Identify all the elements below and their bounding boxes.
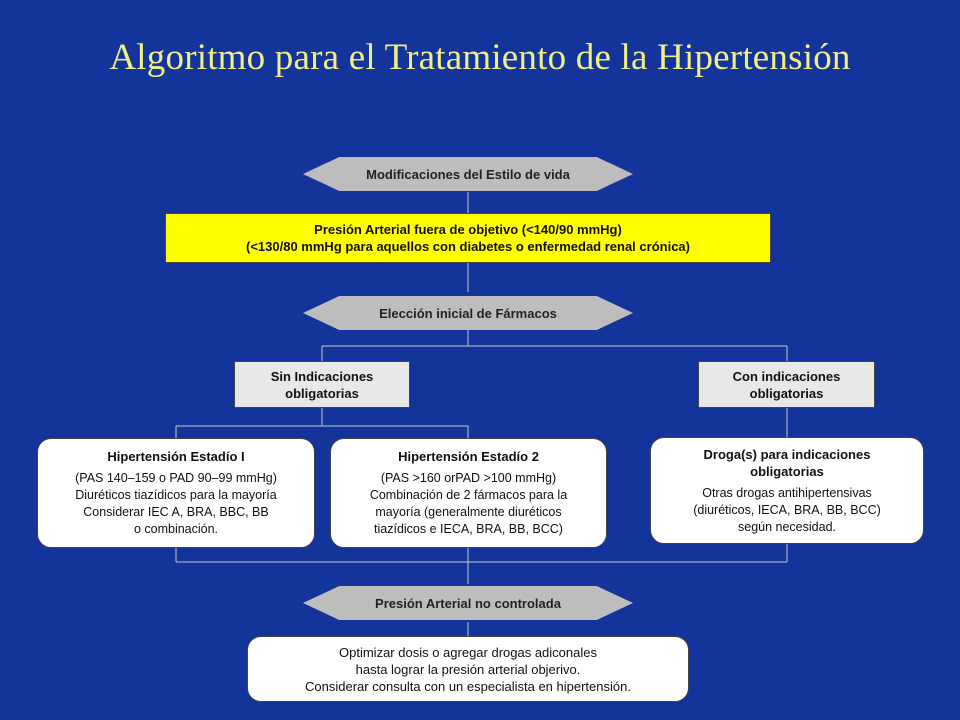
uncontrolled-label: Presión Arterial no controlada — [375, 595, 561, 611]
lifestyle-hexagon: Modificaciones del Estilo de vida — [303, 157, 633, 191]
stage2-line: tiazídicos e IECA, BRA, BB, BCC) — [374, 522, 563, 536]
without-indications-box: Sin Indicaciones obligatorias — [234, 361, 410, 408]
with-indications-line2: obligatorias — [749, 385, 824, 401]
stage2-line: (PAS >160 orPAD >100 mmHg) — [380, 471, 557, 485]
stage1-box: Hipertensión Estadío I (PAS 140–159 o PA… — [37, 438, 315, 548]
stage2-line: mayoría (generalmente diuréticos — [375, 505, 562, 519]
compelling-title: Droga(s) para indicaciones obligatorias — [704, 446, 871, 480]
stage1-line: o combinación. — [133, 522, 219, 536]
compelling-indications-box: Droga(s) para indicaciones obligatorias … — [650, 437, 924, 544]
stage2-box: Hipertensión Estadío 2 (PAS >160 orPAD >… — [330, 438, 607, 548]
stage2-line: Combinación de 2 fármacos para la — [369, 488, 568, 502]
compelling-line: (diuréticos, IECA, BRA, BB, BCC) — [693, 502, 881, 517]
compelling-line: Otras drogas antihipertensivas — [702, 485, 872, 500]
optimize-line: Considerar consulta con un especialista … — [305, 678, 631, 694]
slide-title: Algoritmo para el Tratamiento de la Hipe… — [109, 37, 851, 78]
compelling-title-line2: obligatorias — [750, 463, 824, 479]
bp-goal-line2: (<130/80 mmHg para aquellos con diabetes… — [246, 239, 690, 254]
optimize-line: hasta lograr la presión arterial objeriv… — [355, 661, 581, 677]
optimize-box: Optimizar dosis o agregar drogas adicona… — [247, 636, 689, 702]
with-indications-line1: Con indicaciones — [732, 368, 841, 384]
lifestyle-label: Modificaciones del Estilo de vida — [366, 166, 570, 182]
stage1-line: Diuréticos tiazídicos para la mayoría — [75, 488, 277, 502]
stage1-line: Considerar IEC A, BRA, BBC, BB — [83, 505, 269, 519]
bp-goal-box: Presión Arterial fuera de objetivo (<140… — [165, 213, 771, 263]
stage2-title: Hipertensión Estadío 2 — [398, 449, 539, 464]
compelling-title-line1: Droga(s) para indicaciones — [703, 446, 871, 462]
initial-drug-hexagon: Elección inicial de Fármacos — [303, 296, 633, 330]
with-indications-box: Con indicaciones obligatorias — [698, 361, 875, 408]
initial-drug-label: Elección inicial de Fármacos — [379, 305, 557, 321]
uncontrolled-hexagon: Presión Arterial no controlada — [303, 586, 633, 620]
without-indications-line1: Sin Indicaciones — [270, 368, 374, 384]
bp-goal-line1: Presión Arterial fuera de objetivo (<140… — [314, 222, 622, 237]
optimize-line: Optimizar dosis o agregar drogas adicona… — [339, 644, 597, 660]
stage1-title: Hipertensión Estadío I — [107, 449, 245, 464]
without-indications-line2: obligatorias — [285, 385, 359, 401]
stage1-line: (PAS 140–159 o PAD 90–99 mmHg) — [75, 471, 277, 485]
compelling-line: según necesidad. — [738, 519, 836, 534]
